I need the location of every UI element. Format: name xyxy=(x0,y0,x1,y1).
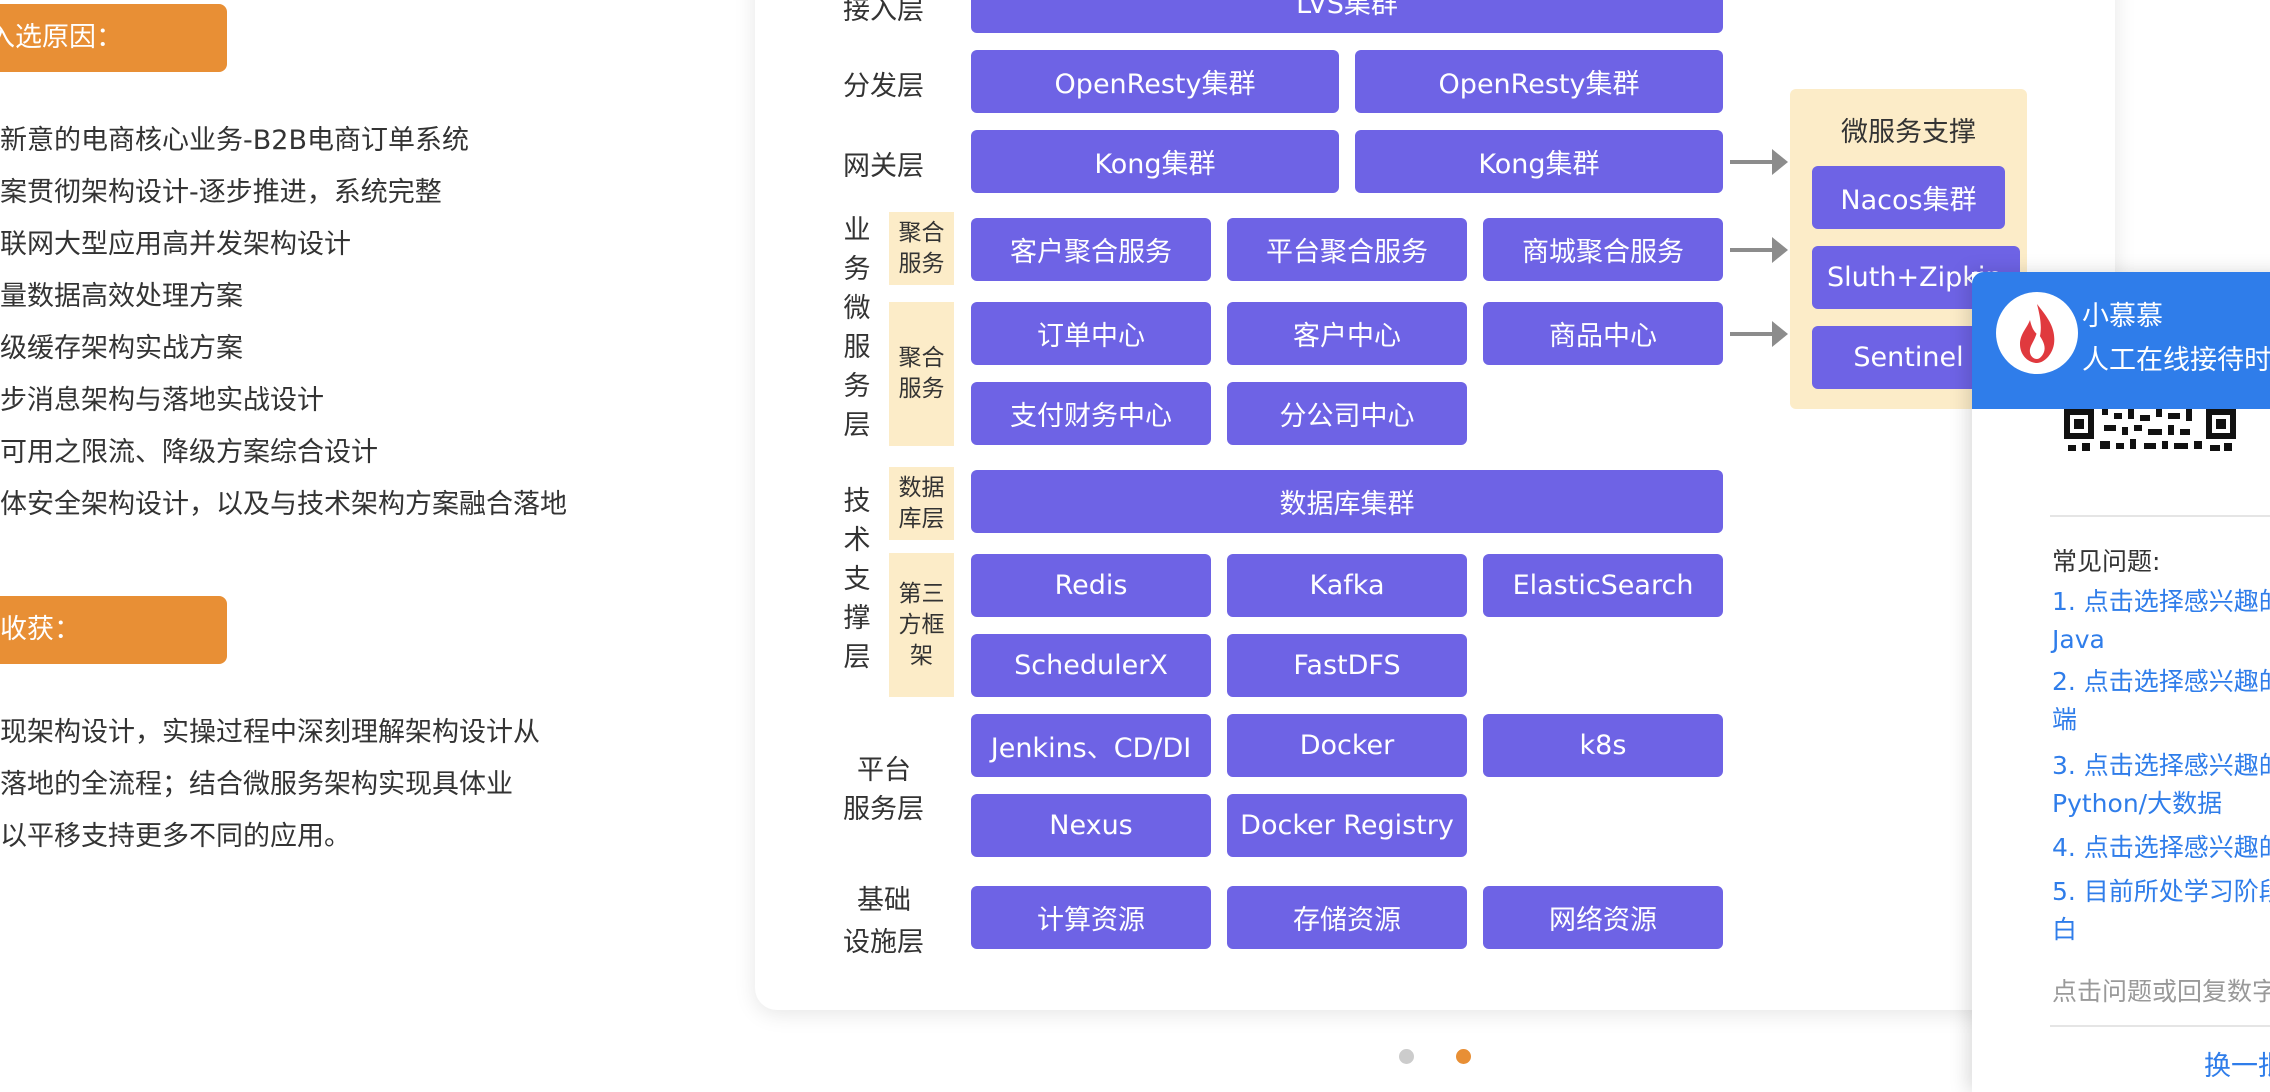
faq-item-line: Python/大数据 xyxy=(2052,789,2223,818)
reason-tag-label: 入选原因： xyxy=(0,22,123,53)
box-network: 网络资源 xyxy=(1483,886,1723,949)
box-platform-agg: 平台聚合服务 xyxy=(1227,218,1467,281)
box-branch-center: 分公司中心 xyxy=(1227,382,1467,445)
layer-dispatch-label: 分发层 xyxy=(843,71,924,102)
box-docker-registry: Docker Registry xyxy=(1227,794,1467,857)
faq-item-line: Java xyxy=(2052,625,2105,654)
chat-avatar xyxy=(1996,292,2078,374)
faq-item-line: 4. 点击选择感兴趣的 xyxy=(2052,833,2270,862)
layer-tech-char: 术 xyxy=(843,525,871,556)
chat-header[interactable]: 小慕慕 人工在线接待时 xyxy=(1972,272,2270,409)
box-elasticsearch: ElasticSearch xyxy=(1483,554,1723,617)
box-customer-agg: 客户聚合服务 xyxy=(971,218,1211,281)
box-jenkins: Jenkins、CD/DI xyxy=(971,714,1211,777)
arrow-right-icon xyxy=(1730,237,1788,263)
gain-item: 以平移支持更多不同的应用。 xyxy=(0,821,351,852)
layer-platform-label-2: 服务层 xyxy=(843,794,924,825)
reason-item: 量数据高效处理方案 xyxy=(0,281,243,312)
layer-tech-char: 撑 xyxy=(843,603,871,634)
box-mall-agg: 商城聚合服务 xyxy=(1483,218,1723,281)
gain-tag: 收获： xyxy=(0,596,227,664)
reason-item: 案贯彻架构设计-逐步推进，系统完整 xyxy=(0,177,442,208)
box-storage: 存储资源 xyxy=(1227,886,1467,949)
layer-gateway-label: 网关层 xyxy=(843,151,924,182)
layer-tech-char: 技 xyxy=(843,486,871,517)
box-customer-center: 客户中心 xyxy=(1227,302,1467,365)
layer-infra-label-1: 基础 xyxy=(857,885,911,916)
layer-access-label: 接入层 xyxy=(843,0,924,26)
layer-business-char: 服 xyxy=(843,332,871,363)
chat-divider-2 xyxy=(2050,1025,2270,1027)
reason-item: 可用之限流、降级方案综合设计 xyxy=(0,437,378,468)
sub-agg-label-2: 聚合服务 xyxy=(889,302,954,446)
box-kong-1: Kong集群 xyxy=(971,130,1339,193)
box-docker: Docker xyxy=(1227,714,1467,777)
box-openresty-1: OpenResty集群 xyxy=(971,50,1339,113)
layer-business-char: 微 xyxy=(843,293,871,324)
box-nexus: Nexus xyxy=(971,794,1211,857)
layer-infra-label-2: 设施层 xyxy=(843,927,924,958)
box-lvs: LVS集群 xyxy=(971,0,1723,33)
box-db-cluster: 数据库集群 xyxy=(971,470,1723,533)
reason-tag: 入选原因： xyxy=(0,4,227,72)
chat-status: 人工在线接待时 xyxy=(2082,345,2270,376)
chat-hint: 点击问题或回复数字 xyxy=(2052,977,2270,1006)
sub-third-label: 第三方框架 xyxy=(889,553,954,697)
qr-code xyxy=(2064,409,2236,454)
box-fastdfs: FastDFS xyxy=(1227,634,1467,697)
box-openresty-2: OpenResty集群 xyxy=(1355,50,1723,113)
refresh-faq-button[interactable]: 换一批 xyxy=(2204,1051,2270,1082)
box-kafka: Kafka xyxy=(1227,554,1467,617)
faq-item-line: 3. 点击选择感兴趣的 xyxy=(2052,751,2270,780)
chat-widget: 小慕慕 人工在线接待时 常见问题: 1. 点击选择感兴趣的 Java 2. 点击… xyxy=(1972,272,2270,1092)
flame-icon xyxy=(2020,304,2055,363)
carousel-dot-1[interactable] xyxy=(1399,1049,1414,1064)
arrow-right-icon xyxy=(1730,321,1788,347)
layer-platform-label-1: 平台 xyxy=(857,755,911,786)
faq-item-line: 白 xyxy=(2052,915,2078,944)
reason-item: 联网大型应用高并发架构设计 xyxy=(0,229,351,260)
sub-agg-label: 聚合服务 xyxy=(889,212,954,285)
layer-tech-char: 层 xyxy=(843,642,871,673)
layer-business-char: 层 xyxy=(843,410,871,441)
gain-item: 落地的全流程；结合微服务架构实现具体业 xyxy=(0,769,513,800)
chat-agent-name: 小慕慕 xyxy=(2082,301,2163,332)
gain-item: 现架构设计，实操过程中深刻理解架构设计从 xyxy=(0,717,540,748)
chat-divider xyxy=(2050,515,2270,517)
faq-item-line: 端 xyxy=(2052,705,2078,734)
reason-item: 级缓存架构实战方案 xyxy=(0,333,243,364)
layer-business-char: 业 xyxy=(843,215,871,246)
sub-db-label: 数据库层 xyxy=(889,467,954,540)
microservice-title: 微服务支撑 xyxy=(1841,117,1976,148)
carousel-dot-2[interactable] xyxy=(1456,1049,1471,1064)
layer-business-char: 务 xyxy=(843,254,871,285)
box-k8s: k8s xyxy=(1483,714,1723,777)
box-payment-center: 支付财务中心 xyxy=(971,382,1211,445)
box-product-center: 商品中心 xyxy=(1483,302,1723,365)
gain-tag-label: 收获： xyxy=(0,614,81,645)
layer-business-char: 务 xyxy=(843,371,871,402)
reason-item: 新意的电商核心业务-B2B电商订单系统 xyxy=(0,125,469,156)
box-schedulerx: SchedulerX xyxy=(971,634,1211,697)
box-kong-2: Kong集群 xyxy=(1355,130,1723,193)
reason-item: 体安全架构设计，以及与技术架构方案融合落地 xyxy=(0,489,567,520)
box-redis: Redis xyxy=(971,554,1211,617)
reason-item: 步消息架构与落地实战设计 xyxy=(0,385,324,416)
box-compute: 计算资源 xyxy=(971,886,1211,949)
layer-tech-char: 支 xyxy=(843,564,871,595)
faq-title: 常见问题: xyxy=(2052,547,2161,576)
faq-item-line: 5. 目前所处学习阶段 xyxy=(2052,877,2270,906)
faq-item-line: 1. 点击选择感兴趣的 xyxy=(2052,587,2270,616)
box-order-center: 订单中心 xyxy=(971,302,1211,365)
faq-item-line: 2. 点击选择感兴趣的 xyxy=(2052,667,2270,696)
arrow-right-icon xyxy=(1730,149,1788,175)
box-nacos: Nacos集群 xyxy=(1812,166,2005,229)
